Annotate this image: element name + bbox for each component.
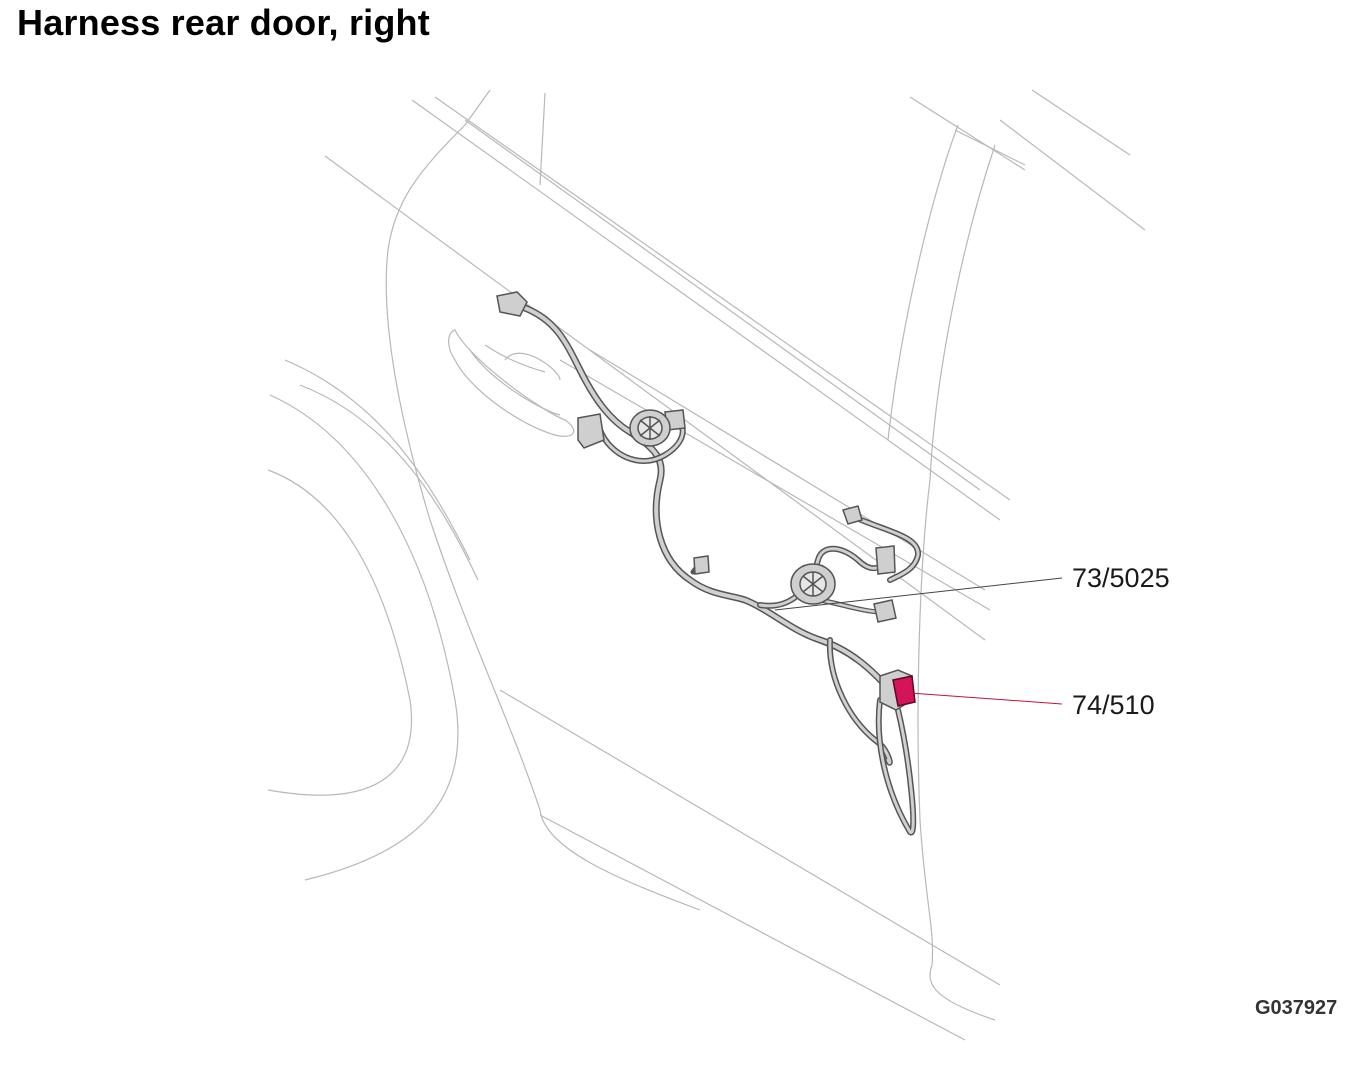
connector-upper-left: [496, 291, 528, 317]
wiring-harness: [521, 304, 921, 836]
harness-components: [496, 291, 916, 711]
connector-c: [875, 545, 896, 575]
connector-window: [842, 505, 863, 525]
cropped-heading-remnant: [0, 0, 520, 6]
speaker-front: [629, 409, 671, 447]
figure-id: G037927: [1255, 997, 1338, 1019]
leader-line-73-5025: [774, 577, 1063, 611]
leader-line-74-510: [909, 692, 1063, 705]
speaker-rear: [790, 563, 836, 605]
connector-lock: [577, 413, 605, 449]
highlighted-connector-74-510: [892, 675, 916, 707]
callout-label-73-5025: 73/5025: [1072, 563, 1170, 593]
callout-label-74-510: 74/510: [1072, 690, 1155, 720]
page-title: Harness rear door, right: [17, 2, 430, 43]
car-body-outline: [267, 89, 1146, 1041]
connector-d: [873, 599, 897, 623]
connector-small-b: [693, 555, 710, 575]
